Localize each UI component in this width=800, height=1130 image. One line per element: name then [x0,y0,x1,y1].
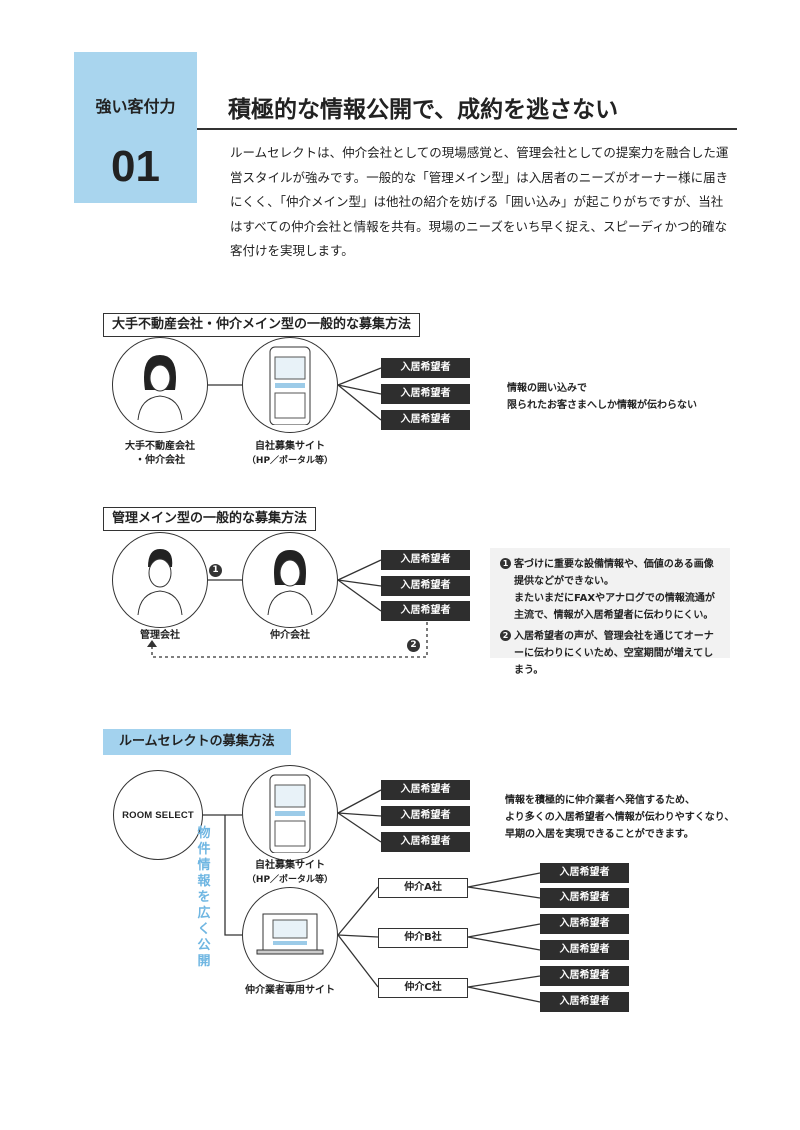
note-line: より多くの入居希望者へ情報が伝わりやすくなり、 [505,812,735,823]
applicant-box: 入居希望者 [540,940,629,960]
applicant-box: 入居希望者 [381,780,470,800]
room-select-logo: ROOM SELECT [113,770,203,860]
arrow-up-icon [147,640,157,647]
applicant-box: 入居希望者 [540,888,629,908]
applicant-box: 入居希望者 [381,550,470,570]
applicant-box: 入居希望者 [540,863,629,883]
applicant-box: 入居希望者 [381,384,470,404]
page-title: 積極的な情報公開で、成約を逃さない [228,97,619,123]
header-tag-box [74,52,197,203]
intro-paragraph: ルームセレクトは、仲介会社としての現場感覚と、管理会社としての提案力を融合した運… [230,145,729,258]
marker-1: 1 [209,564,222,577]
applicant-box: 入居希望者 [381,601,470,621]
applicant-box: 入居希望者 [540,992,629,1012]
applicant-box: 入居希望者 [381,358,470,378]
applicant-box: 入居希望者 [381,576,470,596]
site-label: 自社募集サイト [255,441,325,452]
applicant-box: 入居希望者 [540,966,629,986]
agent-label: 仲介会社 [270,630,310,641]
section2-title: 管理メイン型の一般的な募集方法 [103,507,317,531]
site-sublabel: （HP／ポータル等） [246,456,334,466]
section1-title: 大手不動産会社・仲介メイン型の一般的な募集方法 [103,313,421,337]
section-number: 01 [111,142,160,191]
header-tag: 強い客付力 [95,97,176,116]
title-rule [197,128,737,130]
company-label: 大手不動産会社 ・仲介会社 [125,441,195,466]
smartphone-icon [242,765,338,861]
section3-title: ルームセレクトの募集方法 [103,729,291,755]
note-line: 早期の入居を実現できることができます。 [505,829,694,840]
note-line: 限られたお客さまへしか情報が伝わらない [507,400,697,411]
agent-site-label: 仲介業者専用サイト [245,985,335,996]
laptop-icon [242,887,338,983]
applicant-box: 入居希望者 [381,832,470,852]
vertical-caption: 物件情報を広く公開 [197,826,211,969]
agent-c-box: 仲介C社 [378,978,468,998]
applicant-box: 入居希望者 [540,914,629,934]
woman-icon [242,532,338,628]
agent-a-box: 仲介A社 [378,878,468,898]
smartphone-icon [242,337,338,433]
site-label: 自社募集サイト [255,860,325,871]
person-icon [112,337,208,433]
mgmt-label: 管理会社 [140,630,180,641]
man-icon [112,532,208,628]
note-line: 情報の囲い込みで [507,383,587,394]
applicant-box: 入居希望者 [381,410,470,430]
marker-2: 2 [407,639,420,652]
applicant-box: 入居希望者 [381,806,470,826]
note-line: 情報を積極的に仲介業者へ発信するため、 [505,795,695,806]
agent-b-box: 仲介B社 [378,928,468,948]
site-sublabel: （HP／ポータル等） [246,875,334,885]
